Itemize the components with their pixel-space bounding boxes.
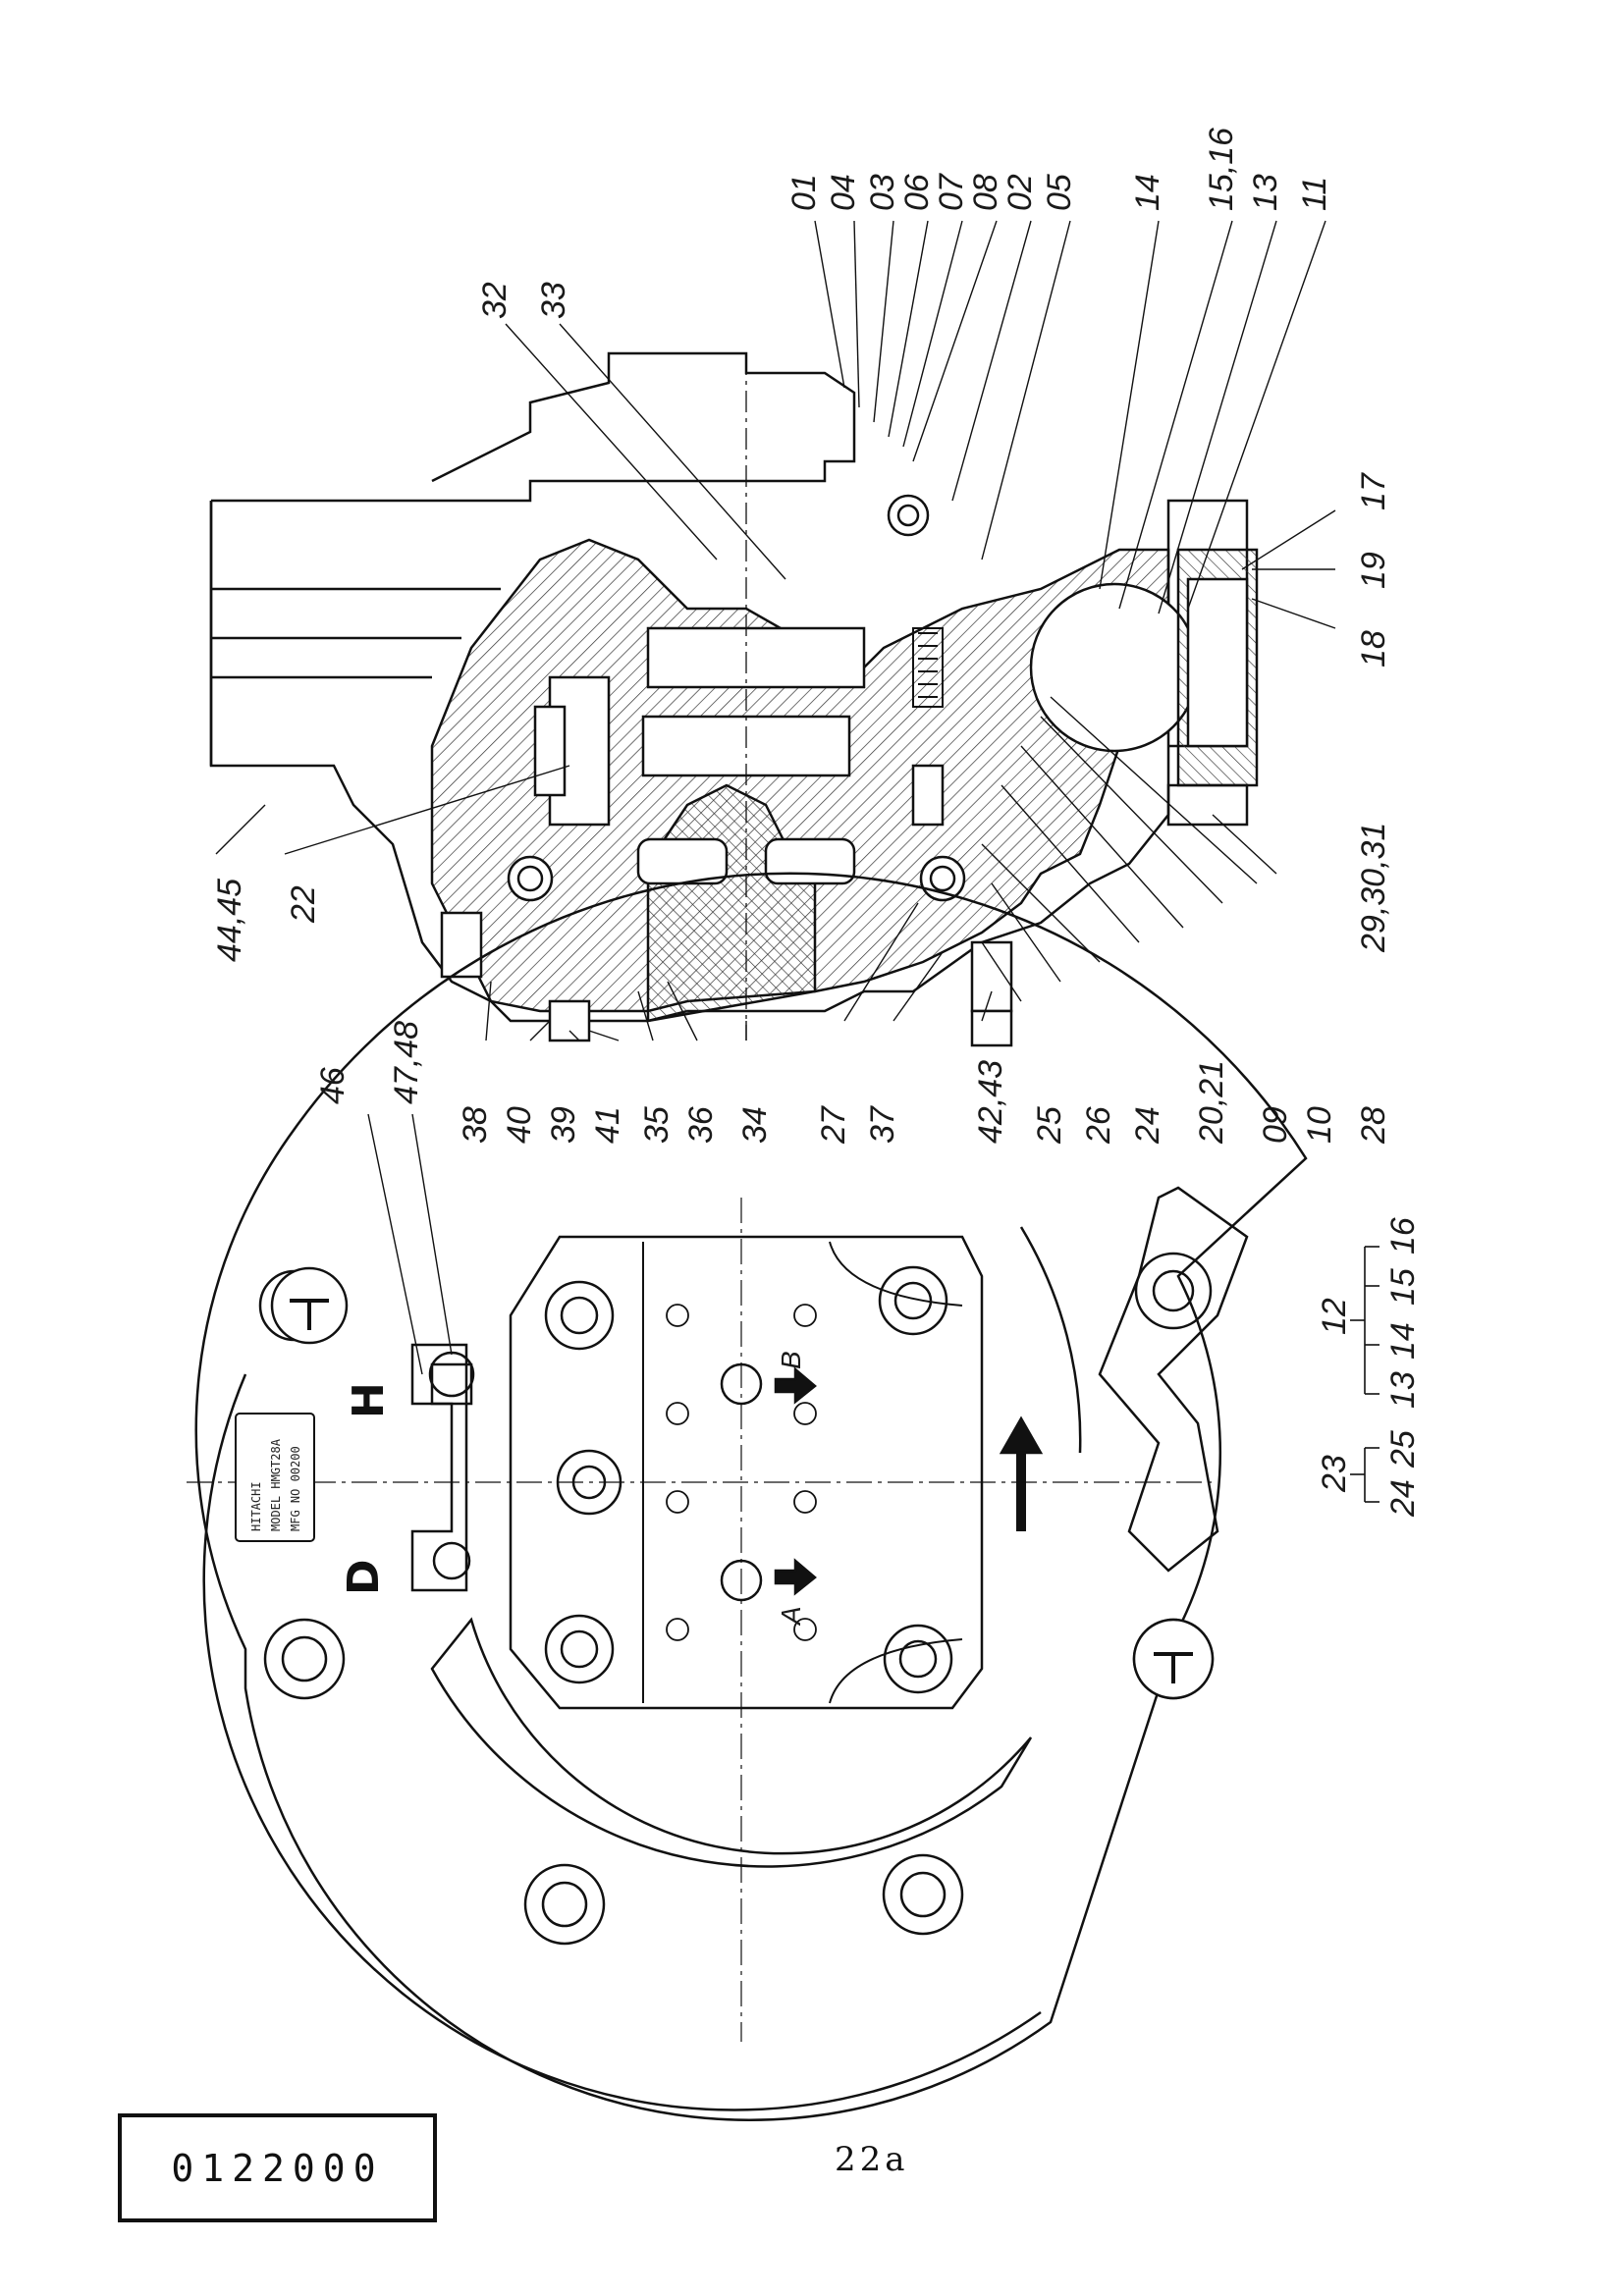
nameplate: HITACHI MODEL HMGT28A MFG NO 00200	[235, 1413, 315, 1542]
kit-23-child-24: 24	[1384, 1479, 1422, 1518]
callout-34: 34	[736, 1106, 774, 1144]
callout-18: 18	[1355, 630, 1392, 667]
callout-24: 24	[1129, 1106, 1166, 1145]
page-number: 22a	[835, 2140, 909, 2179]
callout-41: 41	[589, 1106, 626, 1144]
callout-39: 39	[545, 1106, 582, 1144]
page-code-box: 0122000	[118, 2113, 437, 2222]
callout-25: 25	[1031, 1106, 1068, 1145]
callout-19: 19	[1355, 552, 1392, 589]
callout-44-45: 44,45	[211, 879, 248, 962]
kit-12-child-14: 14	[1384, 1322, 1422, 1360]
callout-47-48: 47,48	[388, 1021, 425, 1104]
callout-15-16: 15,16	[1203, 128, 1240, 211]
callout-32: 32	[476, 282, 514, 319]
small-holes	[666, 1304, 817, 1641]
callout-01: 01	[785, 174, 823, 211]
letter-h: H	[344, 1382, 394, 1418]
kit-12-parent: 12	[1316, 1298, 1353, 1335]
callout-02: 02	[1001, 174, 1039, 211]
section-view	[209, 351, 1259, 1047]
page-code: 0122000	[171, 2146, 384, 2190]
callout-17: 17	[1355, 472, 1392, 510]
callout-10: 10	[1301, 1106, 1338, 1144]
callout-14: 14	[1129, 174, 1166, 211]
nameplate-line2: MODEL HMGT28A	[269, 1438, 283, 1531]
callout-40: 40	[501, 1106, 538, 1144]
port-label-b: B	[776, 1351, 806, 1369]
letter-d: D	[339, 1559, 389, 1595]
callout-36: 36	[682, 1106, 720, 1144]
callout-42-43: 42,43	[972, 1060, 1009, 1144]
section-callouts: 01 04 03 06 07 08 02 05 14 15,16 13 11 3…	[211, 128, 1392, 1145]
callout-22: 22	[285, 885, 322, 924]
kit-12-child-16: 16	[1384, 1217, 1422, 1255]
block-bolts	[544, 1265, 953, 1694]
port-arrow-a	[774, 1558, 817, 1596]
callout-04: 04	[825, 174, 862, 211]
callout-27: 27	[815, 1105, 852, 1145]
callout-46: 46	[314, 1067, 352, 1104]
callout-29-30-31: 29,30,31	[1355, 823, 1392, 953]
callout-33: 33	[535, 282, 572, 319]
callout-09: 09	[1257, 1106, 1294, 1144]
drain-plug-top	[270, 1266, 349, 1345]
drain-plug-bottom	[1132, 1618, 1215, 1700]
callout-20-21: 20,21	[1193, 1060, 1230, 1145]
callout-06: 06	[898, 174, 936, 211]
callout-37: 37	[864, 1105, 901, 1144]
callout-11: 11	[1296, 177, 1333, 211]
section-leader-lines	[215, 220, 1336, 1041]
plan-view	[187, 872, 1308, 2121]
nameplate-line1: HITACHI	[249, 1481, 263, 1531]
kit-23-parent: 23	[1316, 1455, 1353, 1493]
callout-13: 13	[1247, 174, 1284, 211]
callout-35: 35	[638, 1106, 676, 1144]
callout-03: 03	[864, 174, 901, 211]
kit-12-child-15: 15	[1384, 1268, 1422, 1306]
kit-tree-12	[1350, 1246, 1380, 1395]
nameplate-line3: MFG NO 00200	[289, 1446, 302, 1531]
callout-28: 28	[1355, 1106, 1392, 1145]
port-label-a: A	[776, 1606, 806, 1627]
callout-38: 38	[457, 1106, 494, 1144]
callout-07: 07	[933, 173, 970, 211]
callout-05: 05	[1041, 174, 1078, 211]
kit-12-child-13: 13	[1384, 1371, 1422, 1409]
callout-26: 26	[1080, 1106, 1117, 1145]
kit-tree-23	[1350, 1447, 1380, 1503]
callout-08: 08	[967, 174, 1004, 211]
port-arrow-b	[774, 1366, 817, 1405]
kit-23-child-25: 25	[1384, 1430, 1422, 1468]
